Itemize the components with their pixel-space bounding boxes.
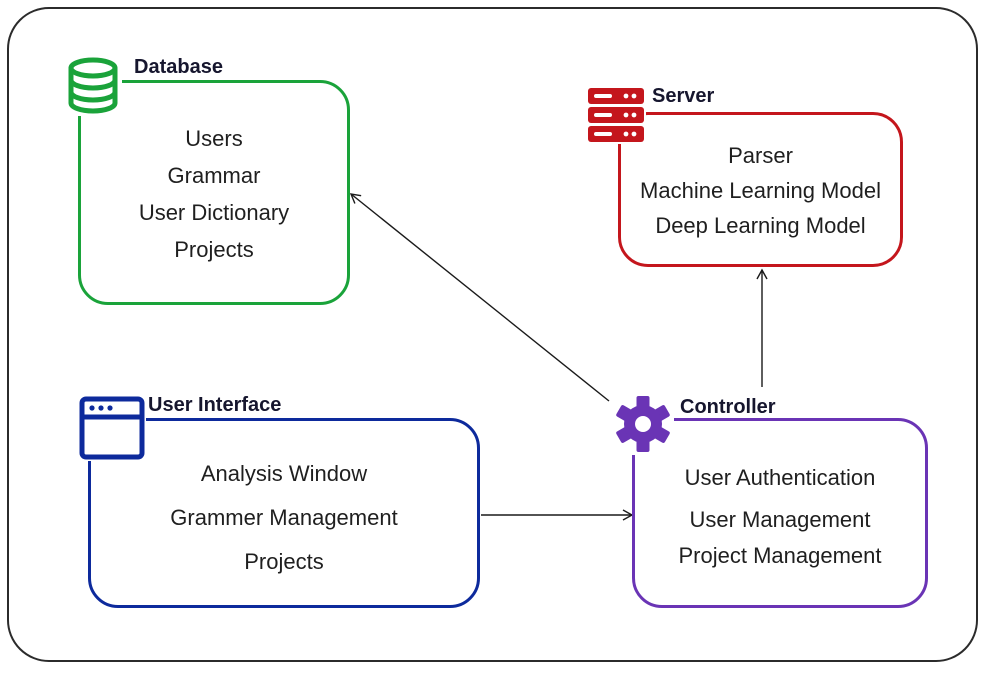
database-box: Users Grammar User Dictionary Projects bbox=[78, 80, 350, 305]
browser-window-icon bbox=[78, 395, 146, 461]
controller-item: User Authentication bbox=[684, 465, 876, 490]
controller-title: Controller bbox=[678, 396, 778, 418]
user-interface-box: Analysis Window Grammer Management Proje… bbox=[88, 418, 480, 608]
server-box: Parser Machine Learning Model Deep Learn… bbox=[618, 112, 903, 267]
controller-item: Project Management bbox=[678, 543, 882, 568]
server-title: Server bbox=[650, 85, 717, 107]
user-interface-title: User Interface bbox=[146, 394, 284, 416]
server-icon bbox=[586, 86, 646, 144]
database-title: Database bbox=[132, 56, 225, 78]
database-item: Projects bbox=[174, 237, 254, 262]
arrow-controller-to-database bbox=[349, 193, 610, 402]
database-item: Grammar bbox=[167, 163, 261, 188]
server-item: Parser bbox=[728, 143, 793, 168]
database-icon bbox=[64, 56, 122, 116]
controller-box: User Authentication User Management Proj… bbox=[632, 418, 928, 608]
database-item: Users bbox=[185, 126, 243, 151]
user-interface-item: Grammer Management bbox=[170, 505, 398, 530]
database-item: User Dictionary bbox=[138, 200, 290, 225]
user-interface-item: Projects bbox=[244, 549, 324, 574]
user-interface-item: Analysis Window bbox=[200, 461, 368, 486]
gear-icon bbox=[612, 393, 674, 455]
controller-item: User Management bbox=[689, 507, 871, 532]
server-item: Machine Learning Model bbox=[640, 178, 881, 203]
server-item: Deep Learning Model bbox=[655, 213, 866, 238]
